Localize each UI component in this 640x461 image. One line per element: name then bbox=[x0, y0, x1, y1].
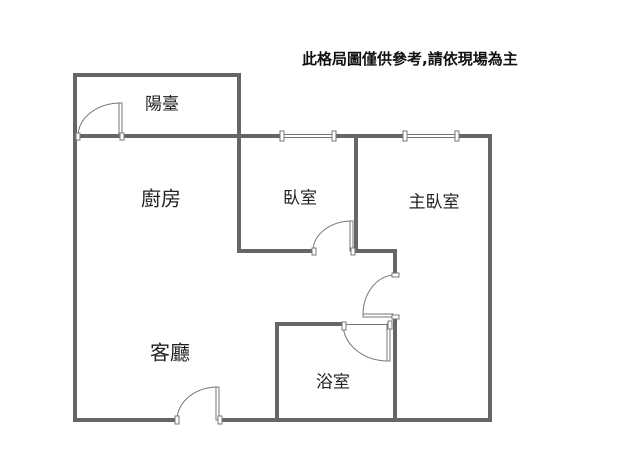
disclaimer-note: 此格局圖僅供參考,請依現場為主 bbox=[302, 50, 518, 68]
window-bedroom bbox=[279, 130, 337, 142]
room-label-living-room: 客廳 bbox=[150, 340, 190, 365]
room-label-bedroom: 臥室 bbox=[283, 188, 317, 209]
door-bedroom[interactable] bbox=[311, 220, 356, 256]
door-entrance[interactable] bbox=[174, 386, 223, 425]
walls bbox=[73, 73, 492, 422]
room-label-kitchen: 廚房 bbox=[141, 186, 181, 211]
door-balcony[interactable] bbox=[75, 102, 125, 141]
door-master-bedroom[interactable] bbox=[362, 272, 400, 320]
window-master-bedroom bbox=[402, 130, 460, 142]
room-label-balcony: 陽臺 bbox=[145, 94, 179, 115]
room-label-master-bedroom: 主臥室 bbox=[408, 192, 460, 213]
room-label-bathroom: 浴室 bbox=[316, 372, 350, 393]
door-bathroom[interactable] bbox=[341, 320, 393, 362]
